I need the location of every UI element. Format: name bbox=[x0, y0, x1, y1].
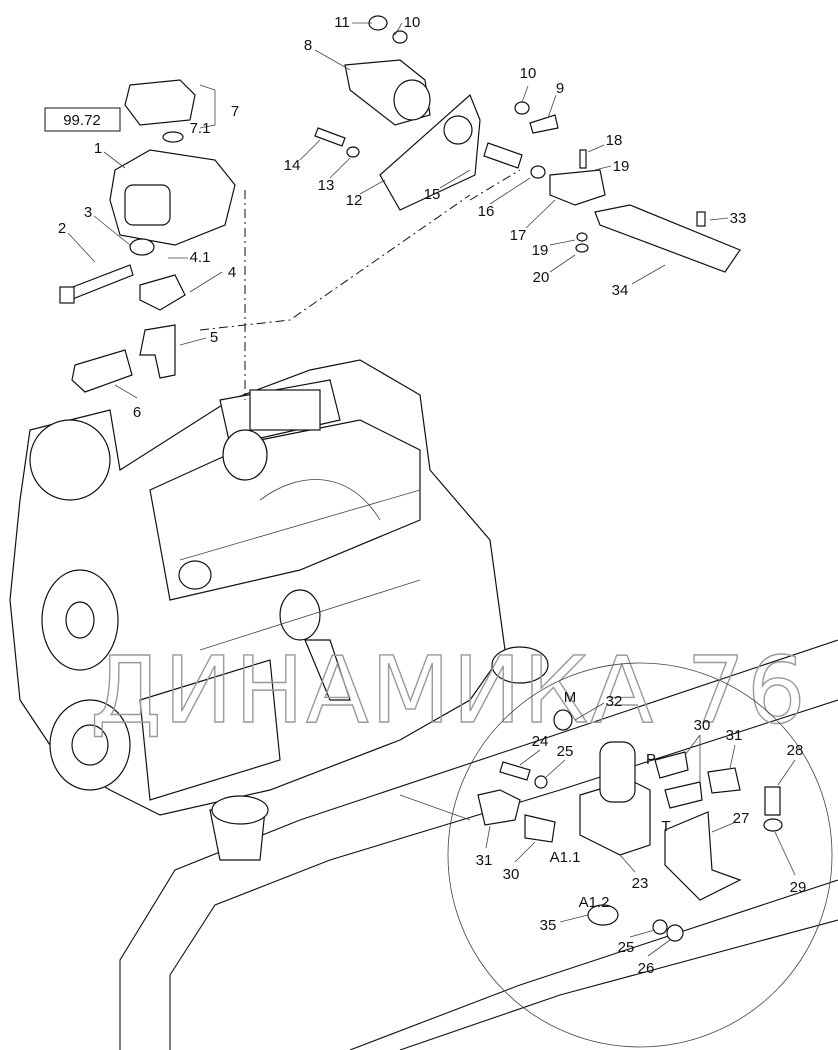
engine-block bbox=[9, 359, 549, 861]
callout-19-a[interactable]: 19 bbox=[613, 158, 630, 175]
watermark: ДИНАМИКА 76 bbox=[90, 637, 808, 744]
callout-16[interactable]: 16 bbox=[478, 203, 495, 220]
callout-30-a[interactable]: 30 bbox=[694, 717, 711, 734]
reference-label[interactable]: 99.72 bbox=[63, 112, 101, 129]
callout-20[interactable]: 20 bbox=[533, 269, 550, 286]
callout-30-b[interactable]: 30 bbox=[503, 866, 520, 883]
callout-12[interactable]: 12 bbox=[346, 192, 363, 209]
port-label-p[interactable]: P bbox=[646, 751, 656, 768]
callout-31-b[interactable]: 31 bbox=[476, 852, 493, 869]
port-label-a1-2[interactable]: A1.2 bbox=[579, 894, 610, 911]
callout-5[interactable]: 5 bbox=[210, 329, 218, 346]
valve-assembly-parts bbox=[477, 709, 783, 942]
callout-27[interactable]: 27 bbox=[733, 810, 750, 827]
callout-25-a[interactable]: 25 bbox=[557, 743, 574, 760]
detail-callout-circle bbox=[199, 169, 833, 1048]
callout-11[interactable]: 11 bbox=[334, 14, 350, 31]
callout-7[interactable]: 7 bbox=[231, 103, 239, 120]
callout-18[interactable]: 18 bbox=[606, 132, 623, 149]
callout-31-a[interactable]: 31 bbox=[726, 727, 743, 744]
callout-32[interactable]: 32 bbox=[606, 693, 623, 710]
callout-4[interactable]: 4 bbox=[228, 264, 236, 281]
callout-13[interactable]: 13 bbox=[318, 177, 335, 194]
callout-10-a[interactable]: 10 bbox=[404, 14, 421, 31]
callout-17[interactable]: 17 bbox=[510, 227, 527, 244]
callout-3[interactable]: 3 bbox=[84, 204, 92, 221]
stop-solenoid-parts bbox=[314, 15, 741, 273]
callout-24[interactable]: 24 bbox=[532, 733, 549, 750]
callout-26[interactable]: 26 bbox=[638, 960, 655, 977]
hydraulic-pump-parts bbox=[59, 79, 236, 393]
callout-34[interactable]: 34 bbox=[612, 282, 629, 299]
callout-35[interactable]: 35 bbox=[540, 917, 557, 934]
callout-1[interactable]: 1 bbox=[94, 140, 102, 157]
callout-9[interactable]: 9 bbox=[556, 80, 564, 97]
callout-2[interactable]: 2 bbox=[58, 220, 66, 237]
callout-7-1[interactable]: 7.1 bbox=[190, 120, 211, 137]
callout-33[interactable]: 33 bbox=[730, 210, 747, 227]
reference-box bbox=[44, 107, 121, 132]
callout-10-b[interactable]: 10 bbox=[520, 65, 537, 82]
callout-23[interactable]: 23 bbox=[632, 875, 649, 892]
callout-15[interactable]: 15 bbox=[424, 186, 441, 203]
leader-lines bbox=[67, 22, 796, 957]
callout-4-1[interactable]: 4.1 bbox=[190, 249, 211, 266]
port-label-t[interactable]: T bbox=[661, 818, 670, 835]
callout-labels: 1 2 3 4.1 4 5 6 7 7.1 8 11 10 10 9 14 13… bbox=[58, 14, 807, 977]
callout-6[interactable]: 6 bbox=[133, 404, 141, 421]
callout-14[interactable]: 14 bbox=[284, 157, 301, 174]
port-label-a1-1[interactable]: A1.1 bbox=[550, 849, 581, 866]
port-label-m[interactable]: M bbox=[564, 689, 577, 706]
callout-25-b[interactable]: 25 bbox=[618, 939, 635, 956]
callout-19-b[interactable]: 19 bbox=[532, 242, 549, 259]
callout-28[interactable]: 28 bbox=[787, 742, 804, 759]
callout-8[interactable]: 8 bbox=[304, 37, 312, 54]
callout-29[interactable]: 29 bbox=[790, 879, 807, 896]
